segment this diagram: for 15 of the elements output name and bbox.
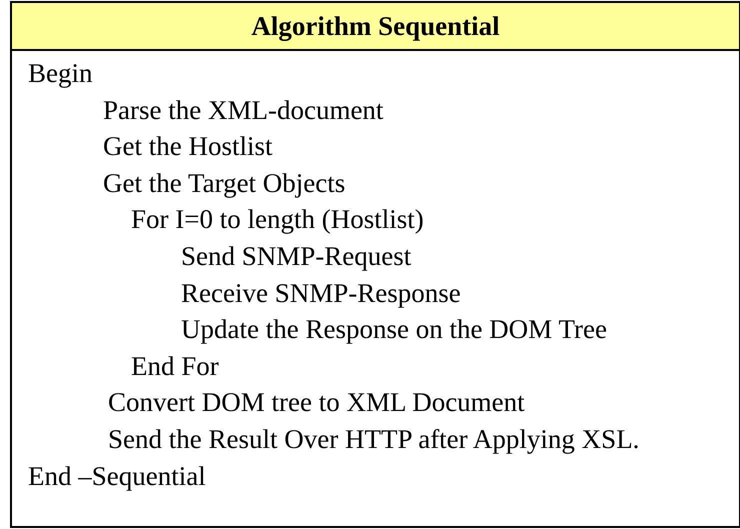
pseudocode-line: Parse the XML-document <box>103 94 384 127</box>
pseudocode-line: End –Sequential <box>28 460 206 493</box>
header-band <box>10 1 740 51</box>
pseudocode-line: End For <box>131 350 219 383</box>
pseudocode-line: Begin <box>28 57 92 90</box>
algorithm-box <box>10 49 740 528</box>
title-text: Algorithm Sequential <box>251 10 500 42</box>
pseudocode-line: Send the Result Over HTTP after Applying XSL. <box>108 422 640 456</box>
pseudocode-line: Send SNMP-Request <box>181 240 412 273</box>
pseudocode-line: For I=0 to length (Hostlist) <box>131 203 424 236</box>
pseudocode-line: Get the Hostlist <box>103 130 272 164</box>
pseudocode-line: Get the Target Objects <box>103 166 346 200</box>
pseudocode-line: Receive SNMP-Response <box>181 276 461 310</box>
pseudocode-line: Convert DOM tree to XML Document <box>108 386 525 420</box>
pseudocode-line: Update the Response on the DOM Tree <box>181 313 607 346</box>
